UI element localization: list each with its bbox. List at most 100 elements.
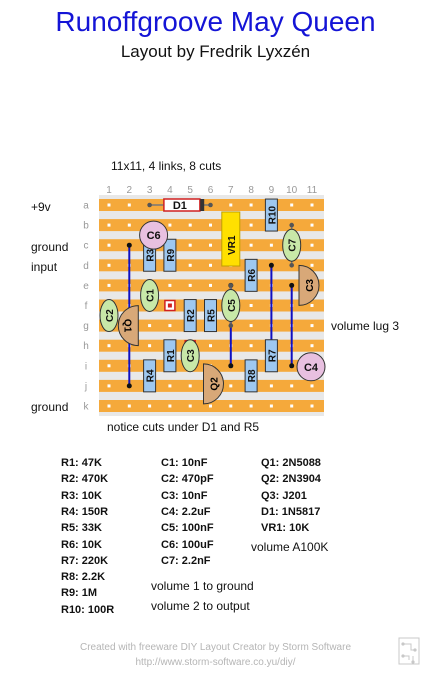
hole: [310, 243, 314, 247]
bom-item: R7: 220K: [61, 554, 109, 567]
row-label: d: [83, 261, 89, 272]
capacitor-body: [99, 299, 119, 333]
bom-item: R1: 47K: [61, 457, 102, 469]
component-label: C5: [227, 299, 238, 312]
hole: [249, 223, 253, 227]
bom-item: Q2: 2N3904: [261, 473, 321, 486]
column-label: 8: [248, 185, 254, 196]
label-plus9v: +9v: [31, 200, 51, 214]
electrolytic-capacitor: [139, 220, 169, 250]
hole: [107, 223, 111, 227]
resistor-body: [264, 198, 278, 232]
solder-joint: [228, 283, 234, 288]
row-label: j: [84, 381, 87, 392]
resistor-body: [163, 339, 177, 373]
column-label: 6: [208, 185, 214, 196]
component-label: Q2: [210, 377, 221, 391]
hole: [188, 404, 192, 408]
hole: [209, 283, 212, 287]
hole: [168, 223, 172, 227]
row-label: f: [85, 301, 88, 312]
hole: [229, 203, 233, 207]
link-end: [228, 363, 234, 369]
bom-item: R8: 2.2K: [61, 571, 106, 584]
board-info: 11x11, 4 links, 8 cuts: [111, 159, 222, 173]
solder-joint: [208, 202, 213, 208]
hole: [107, 404, 111, 408]
transistor: Q1: [117, 305, 139, 347]
bom-item: C2: 470pF: [161, 473, 214, 486]
bom-item: D1: 1N5817: [261, 505, 321, 518]
component-label: C6: [147, 230, 161, 242]
hole: [107, 283, 111, 287]
column-label: 2: [127, 185, 133, 196]
hole: [290, 384, 294, 388]
note-volume-pot: volume A100K: [251, 540, 329, 554]
hole: [310, 344, 314, 348]
link-end: [289, 363, 295, 369]
hole: [290, 203, 294, 207]
hole: [188, 384, 192, 388]
hole: [168, 324, 172, 328]
link-end: [126, 383, 132, 389]
bom-item: C6: 100uF: [161, 538, 214, 551]
hole: [107, 263, 111, 267]
label-ground-top: ground: [31, 240, 69, 254]
bom-item: R4: 150R: [61, 505, 109, 518]
capacitor-body: [221, 289, 241, 322]
hole: [127, 223, 131, 227]
transistor-body: [203, 363, 224, 405]
note-volume1: volume 1 to ground: [151, 579, 254, 593]
component-label: R1: [166, 349, 177, 362]
bom-item: Q3: J201: [261, 489, 307, 502]
component-label: C2: [105, 309, 116, 322]
hole: [310, 304, 314, 307]
hole: [229, 384, 233, 388]
link-end: [268, 262, 274, 268]
component-label: C7: [288, 238, 299, 251]
column-label: 9: [269, 185, 275, 196]
hole: [209, 344, 212, 348]
component-label: C3: [186, 349, 197, 362]
hole: [290, 404, 294, 408]
component-label: C4: [304, 362, 319, 374]
link-end: [289, 282, 295, 288]
solder-joint: [228, 323, 234, 328]
label-ground-bottom: ground: [31, 400, 69, 414]
column-label: 5: [187, 185, 193, 196]
footer-url[interactable]: http://www.storm-software.co.yu/diy/: [135, 657, 296, 668]
hole: [168, 404, 172, 408]
bom-item: R5: 33K: [61, 522, 102, 535]
component-label: D1: [173, 200, 187, 212]
row-label: b: [83, 221, 89, 232]
component-label: R8: [247, 369, 258, 382]
footer-credit: Created with freeware DIY Layout Creator…: [79, 642, 352, 653]
hole: [310, 203, 314, 207]
row-label: k: [84, 402, 90, 413]
resistor-body: [183, 299, 197, 333]
hole: [188, 223, 192, 227]
column-label: 7: [228, 185, 234, 196]
component-label: R6: [247, 269, 258, 282]
hole: [249, 324, 253, 328]
bom-item: Q1: 2N5088: [261, 457, 321, 469]
hole: [107, 364, 111, 368]
bom-item: C1: 10nF: [161, 457, 208, 469]
hole: [310, 324, 314, 328]
resistor-body: [244, 359, 258, 393]
hole: [168, 384, 172, 388]
hole: [269, 404, 273, 408]
hole: [107, 384, 111, 388]
transistor-body: [117, 305, 139, 347]
hole: [107, 344, 111, 348]
strip-cut-mark: [167, 303, 172, 308]
column-label: 11: [307, 185, 318, 196]
resistor-body: [204, 299, 217, 333]
hole: [269, 243, 273, 247]
electrolytic-capacitor: [296, 352, 326, 382]
hole: [269, 384, 273, 388]
hole: [148, 344, 152, 348]
label-input: input: [31, 260, 58, 274]
component-label: C3: [305, 279, 316, 292]
